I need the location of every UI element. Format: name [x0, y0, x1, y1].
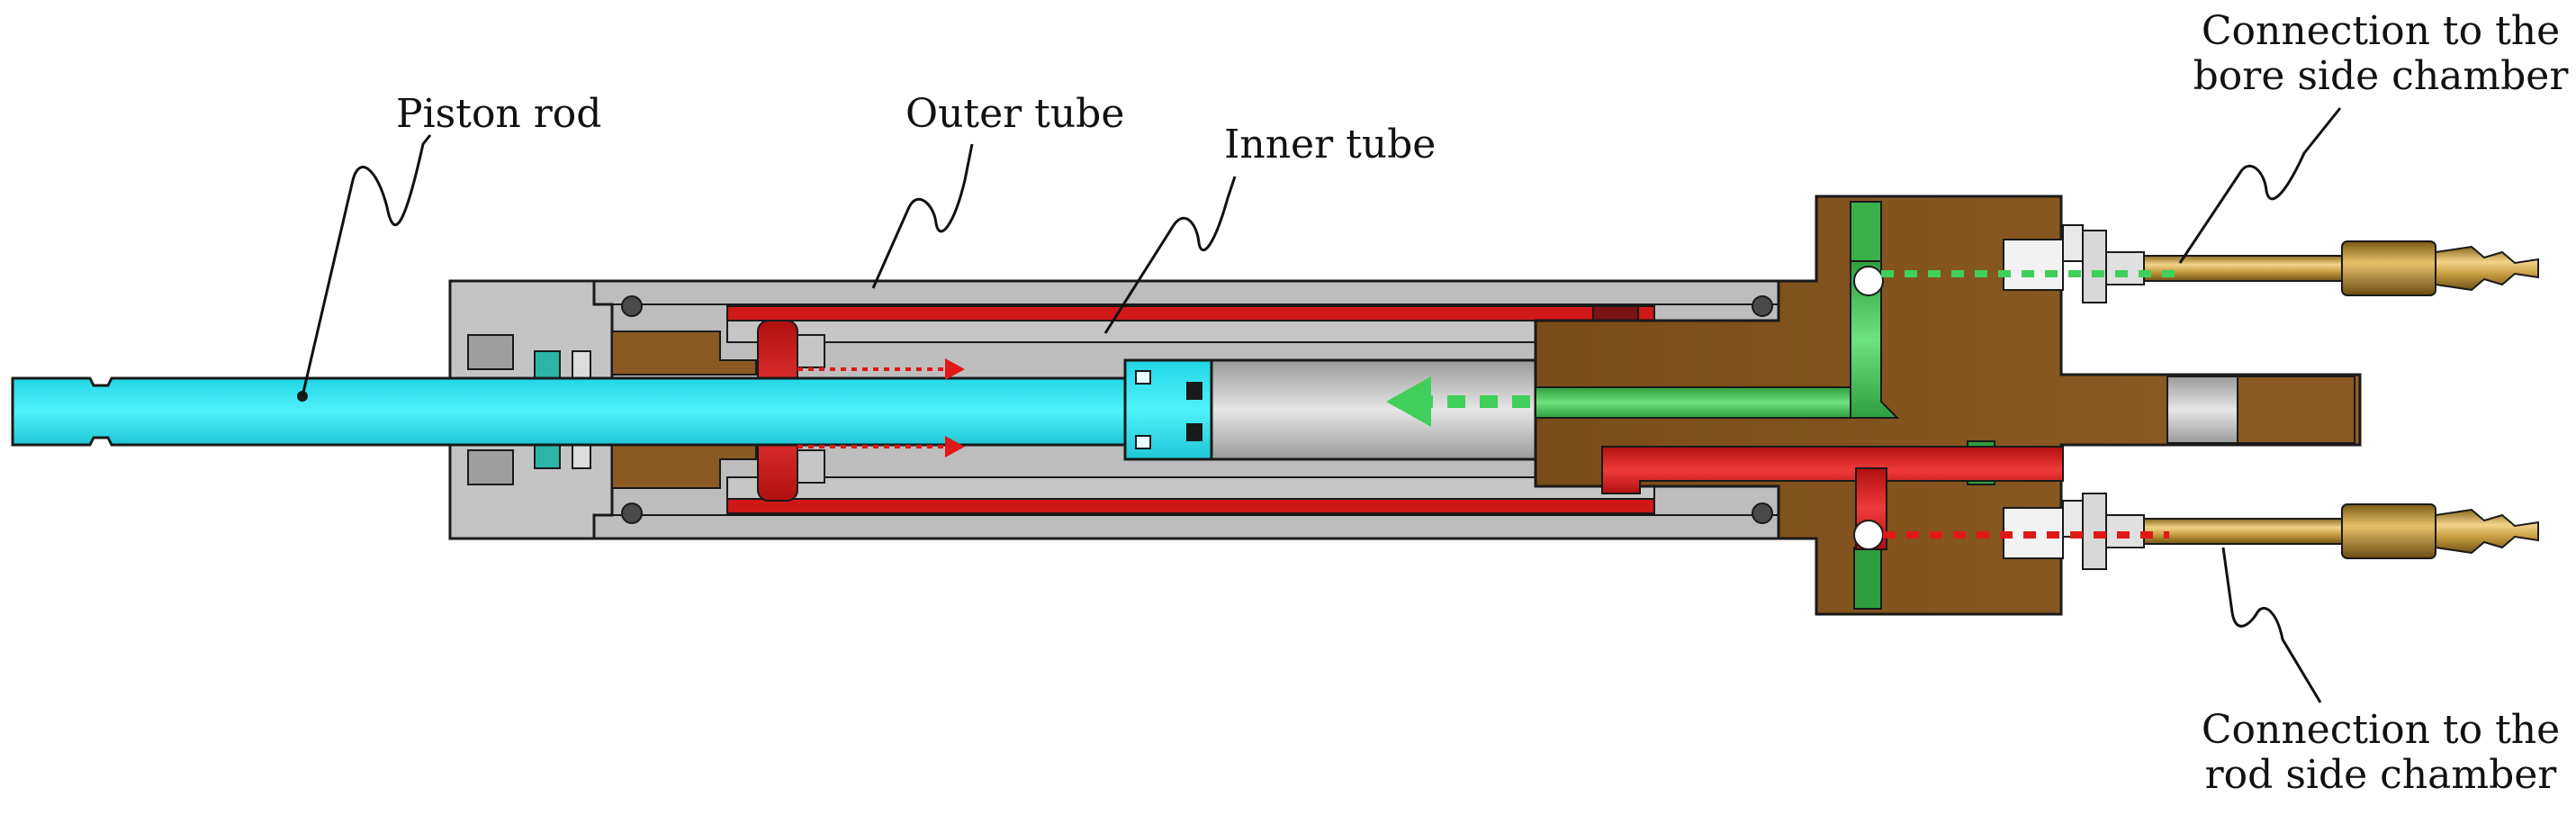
inner-tube	[726, 305, 1655, 514]
leader-bore-connection	[2178, 107, 2342, 264]
label-inner-tube: Inner tube	[1224, 122, 1437, 168]
label-rod-line1: Connection to the	[2201, 707, 2561, 753]
gland-sleeve	[611, 330, 757, 489]
piston-rod	[11, 358, 1213, 461]
label-bore-line1: Connection to the	[2201, 8, 2561, 54]
port-holes	[1853, 266, 1884, 550]
leader-rod-connection	[2221, 547, 2322, 703]
label-bore-line2: bore side chamber	[2193, 53, 2569, 99]
bore-chamber	[1210, 358, 1537, 461]
manifold-block	[1534, 195, 2362, 616]
leader-outer-tube	[871, 143, 974, 289]
seal-rings	[621, 295, 1773, 524]
label-bore-side-connection: Connection to the bore side chamber	[2187, 9, 2574, 99]
rod-side-passage	[1601, 446, 2064, 550]
leader-piston-rod	[301, 134, 432, 397]
bore-side-fitting	[2003, 224, 2539, 303]
rod-flow-arrows	[797, 358, 2169, 539]
label-rod-line2: rod side chamber	[2204, 752, 2557, 798]
leader-lines	[301, 107, 2342, 703]
label-outer-tube: Outer tube	[905, 91, 1125, 137]
bore-side-passage	[1535, 201, 1995, 610]
label-rod-side-connection: Connection to the rod side chamber	[2187, 708, 2574, 798]
leader-inner-tube	[1103, 176, 1237, 334]
bore-flow-arrow	[1386, 270, 2178, 427]
rod-side-fitting	[2003, 493, 2539, 570]
label-piston-rod: Piston rod	[396, 91, 602, 137]
